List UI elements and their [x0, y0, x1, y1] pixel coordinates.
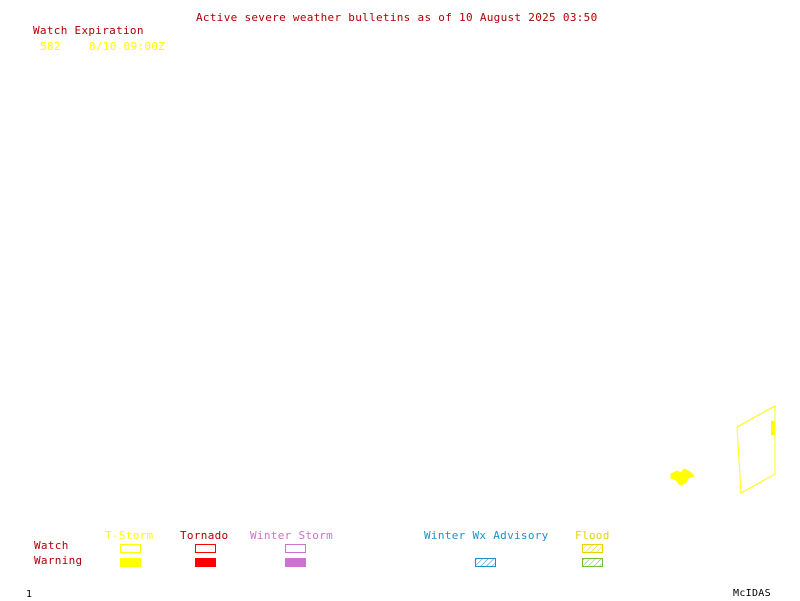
legend-row-warning: Warning	[34, 554, 83, 567]
warning-polygon	[771, 421, 775, 435]
legend-label-winter-wx-advisory: Winter Wx Advisory	[424, 529, 549, 542]
legend-tstorm-warning-swatch	[120, 558, 141, 567]
bulletin-title: Active severe weather bulletins as of 10…	[196, 11, 598, 24]
watch-number: 582	[40, 40, 61, 53]
warning-polygon	[670, 468, 695, 486]
legend-label-tornado: Tornado	[180, 529, 229, 542]
software-label: McIDAS	[733, 588, 771, 599]
frame-number: 1	[26, 589, 33, 600]
legend-winterstorm-watch-swatch	[285, 544, 306, 553]
legend-winterstorm-warning-swatch	[285, 558, 306, 567]
legend-label-tstorm: T-Storm	[105, 529, 154, 542]
legend-flood-watch-swatch	[582, 544, 603, 553]
legend-label-flood: Flood	[575, 529, 610, 542]
legend-row-watch: Watch	[34, 539, 69, 552]
legend-label-winter-storm: Winter Storm	[250, 529, 334, 542]
legend-tstorm-watch-swatch	[120, 544, 141, 553]
legend-tornado-warning-swatch	[195, 558, 216, 567]
watch-expiration-time: 8/10 09:00Z	[89, 40, 166, 53]
watch-expiration-heading: Watch Expiration	[33, 24, 144, 37]
watch-polygon-582	[736, 405, 776, 494]
legend-winterwx-warning-swatch	[475, 558, 496, 567]
legend-tornado-watch-swatch	[195, 544, 216, 553]
legend-flood-warning-swatch	[582, 558, 603, 567]
